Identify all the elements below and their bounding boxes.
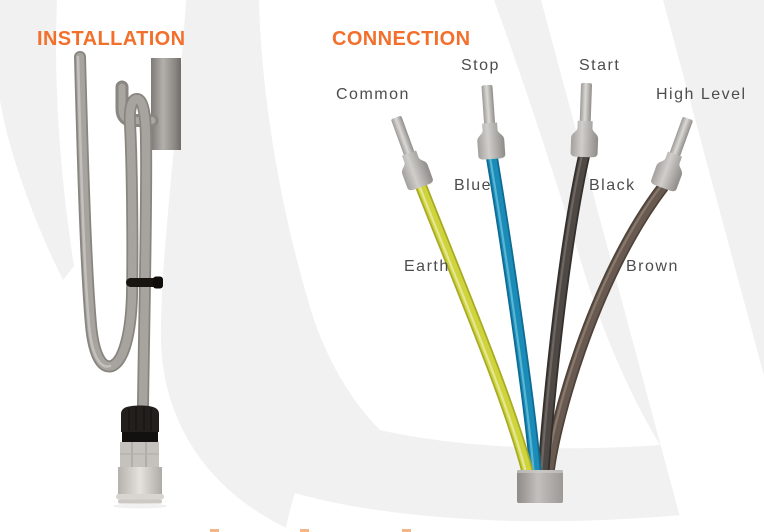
- wire-earth: [415, 180, 535, 484]
- swoosh-white-band: [541, 0, 764, 532]
- ferrule-blue: [477, 84, 506, 160]
- swoosh-top-left: [0, 0, 74, 280]
- connection-illustration: [391, 82, 693, 503]
- ferrule-brown: [651, 117, 693, 192]
- wire-black: [537, 150, 590, 484]
- connector-body: [118, 467, 162, 495]
- cable-connector: [113, 405, 167, 509]
- connector-ring: [122, 432, 158, 442]
- connector-cap: [121, 405, 159, 432]
- cutoff-text-marks: [210, 529, 411, 532]
- wall-bracket: [151, 58, 181, 150]
- connector-flange: [116, 494, 164, 500]
- swoosh-bottom-white: [285, 493, 764, 532]
- ferrule-black: [570, 82, 599, 158]
- installation-illustration: [74, 51, 181, 509]
- wire-blue: [486, 152, 542, 484]
- ferrule-earth: [391, 116, 433, 191]
- hanging-cable: [74, 51, 153, 412]
- cable-gland: [517, 470, 563, 503]
- cable-tie: [126, 276, 163, 289]
